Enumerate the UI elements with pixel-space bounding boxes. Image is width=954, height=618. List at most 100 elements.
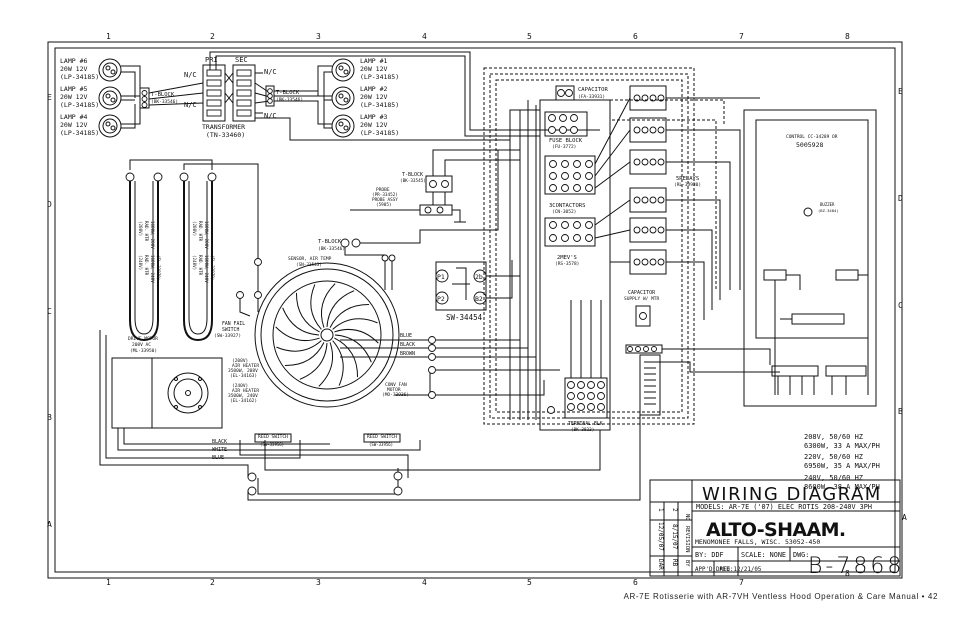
svg-text:(ML-33950): (ML-33950) [130, 348, 157, 354]
control-board: CONTROL CC-34289 OR 5005928 BUZZER (BZ-3… [743, 109, 877, 407]
lamp-3: LAMP #3 20W 12V (LP-34185) [331, 113, 399, 138]
svg-text:CONV FAN: CONV FAN [385, 382, 407, 388]
row-label-left: B [47, 413, 52, 422]
radiant-heater-2: (208V) RAD. HTR 1600W, 208V (240V) RAD. … [183, 181, 215, 342]
svg-text:AIR HEATER: AIR HEATER [232, 388, 259, 394]
svg-text:1600W, 240V: 1600W, 240V [204, 255, 209, 283]
svg-text:TERMINAL BLK: TERMINAL BLK [568, 421, 603, 427]
svg-text:3500W, 240V: 3500W, 240V [228, 393, 258, 399]
col-label-top: 8 [845, 32, 850, 41]
svg-text:BROWN: BROWN [400, 351, 415, 357]
terminal-strip-right [625, 344, 663, 416]
contactor-2 [544, 217, 596, 247]
row-label-right: D [898, 194, 903, 203]
fan-blade [334, 329, 379, 344]
tblock-right: T-BLOCK (BK-33546) [265, 85, 303, 107]
svg-text:LAMP #1: LAMP #1 [360, 57, 387, 65]
svg-text:20W 12V: 20W 12V [60, 93, 87, 101]
center-panel [483, 67, 695, 431]
svg-text:(5905): (5905) [376, 202, 392, 208]
diagram-title: WIRING DIAGRAM [702, 484, 882, 505]
drawing-number: B-7868 [808, 554, 904, 579]
relays: 5RELAYS (RL-33930) [629, 85, 701, 275]
svg-text:(TN-33460): (TN-33460) [206, 131, 245, 139]
lamp-2: LAMP #2 20W 12V (LP-34185) [331, 85, 399, 110]
svg-text:(PR-33452): (PR-33452) [372, 192, 398, 198]
fan-blade [334, 334, 372, 363]
sheet-inner-border [54, 47, 896, 573]
col-label-top: 4 [422, 32, 427, 41]
svg-text:REED SWITCH: REED SWITCH [258, 434, 288, 440]
svg-text:LAMP #4: LAMP #4 [60, 113, 87, 121]
col-label-top: 5 [527, 32, 532, 41]
svg-text:(SW-33956): (SW-33956) [260, 442, 284, 447]
fan-blade [326, 290, 355, 328]
svg-text:LAMP #6: LAMP #6 [60, 57, 87, 65]
row-label-left: D [47, 200, 52, 209]
grid-markers: 1 2 3 4 5 6 7 8 1 2 3 4 5 6 7 8 E D C B … [47, 32, 907, 587]
conv-fan-motor-label: CONV FAN MOTOR (MO-33936) [382, 382, 409, 398]
svg-text:(RS-3578): (RS-3578) [555, 261, 579, 267]
svg-text:RB: RB [671, 559, 678, 567]
svg-text:(LP-34185): (LP-34185) [60, 101, 99, 109]
svg-text:T-BLOCK: T-BLOCK [402, 172, 423, 178]
col-label-top: 2 [210, 32, 215, 41]
svg-text:(CN-3052): (CN-3052) [552, 209, 576, 215]
lamp-group-left: LAMP #6 20W 12V (LP-34185) LAMP #5 20W 1… [60, 57, 178, 138]
svg-text:(BK-3823): (BK-3823) [571, 427, 594, 433]
svg-text:AIR HEATER: AIR HEATER [232, 363, 259, 369]
svg-text:RAD. HTR: RAD. HTR [144, 221, 149, 242]
air-heater-label: (208V) AIR HEATER 3500W, 208V (EL-34163)… [228, 358, 259, 404]
row-label-left: E [47, 93, 52, 102]
fan-blade [332, 340, 344, 386]
svg-text:RAD. HTR: RAD. HTR [144, 255, 149, 276]
svg-text:CAPACITOR: CAPACITOR [578, 87, 608, 93]
svg-text:208V, 50/60 HZ: 208V, 50/60 HZ [804, 433, 863, 441]
svg-text:BLUE: BLUE [400, 333, 412, 339]
svg-text:PROBE: PROBE [376, 187, 390, 193]
svg-text:REVISION: REVISION [684, 526, 690, 553]
lamp-group-right: T-BLOCK (BK-33546) LAMP #1 20W 12V (LP-3… [265, 57, 399, 138]
row-label-right: C [898, 301, 903, 310]
svg-text:(BK-33545): (BK-33545) [400, 178, 426, 184]
title-block: WIRING DIAGRAM MODELS: AR-7E ('07) ELEC … [649, 479, 904, 579]
heater-terminals-top [125, 159, 259, 258]
svg-text:REED SWITCH: REED SWITCH [367, 434, 397, 440]
address-line: MENOMONEE FALLS, WISC. 53052-450 [695, 538, 820, 546]
tblock-mid: T-BLOCK (BK-33545) [400, 149, 520, 205]
svg-text:P2: P2 [437, 295, 445, 303]
svg-text:240V, 50/60 HZ: 240V, 50/60 HZ [804, 474, 863, 482]
svg-text:(208V): (208V) [192, 221, 197, 236]
svg-text:P1: P1 [437, 273, 445, 281]
svg-text:(LP-34185): (LP-34185) [360, 101, 399, 109]
svg-text:(LP-34185): (LP-34185) [360, 73, 399, 81]
svg-text:(240V): (240V) [192, 255, 197, 270]
transformer: PRI SEC N/C N/C N/C N/C TRANSFORMER (TN-… [148, 56, 277, 139]
svg-text:BY: BY [684, 560, 690, 567]
svg-text:SEC: SEC [235, 56, 248, 64]
lamp-4: LAMP #4 20W 12V (LP-34185) [60, 113, 122, 138]
reed-switch-2: REED SWITCH (SW-33956) [363, 433, 401, 447]
row-label-right: A [902, 513, 907, 522]
svg-text:(RL-33930): (RL-33930) [674, 182, 701, 188]
svg-text:SENSOR, AIR TEMP: SENSOR, AIR TEMP [288, 256, 332, 262]
svg-text:RAD. HTR: RAD. HTR [198, 255, 203, 276]
col-label-bottom: 4 [422, 578, 427, 587]
drive-motor-box [111, 357, 223, 429]
mev-label: 2MEV'S (RS-3578) [555, 255, 579, 267]
svg-text:1600W, 208V: 1600W, 208V [204, 221, 209, 249]
svg-text:DRIVE MOTOR: DRIVE MOTOR [128, 336, 158, 342]
svg-text:1: 1 [657, 508, 664, 512]
center-bus-wires [509, 97, 780, 420]
brand-logo: ALTO-SHAAM. [706, 519, 846, 541]
svg-text:5RELAYS: 5RELAYS [676, 176, 699, 182]
svg-text:3500W, 208V: 3500W, 208V [228, 368, 258, 374]
svg-text:N/C: N/C [184, 71, 197, 79]
svg-text:(LP-34185): (LP-34185) [60, 129, 99, 137]
svg-text:CAPACITOR: CAPACITOR [628, 290, 656, 296]
col-label-bottom: 7 [739, 578, 744, 587]
svg-text:CONTROL CC-34289 OR: CONTROL CC-34289 OR [786, 134, 838, 140]
fan-blade [310, 284, 322, 330]
svg-text:WHITE: WHITE [212, 447, 227, 453]
svg-text:T-BLOCK: T-BLOCK [276, 90, 300, 96]
